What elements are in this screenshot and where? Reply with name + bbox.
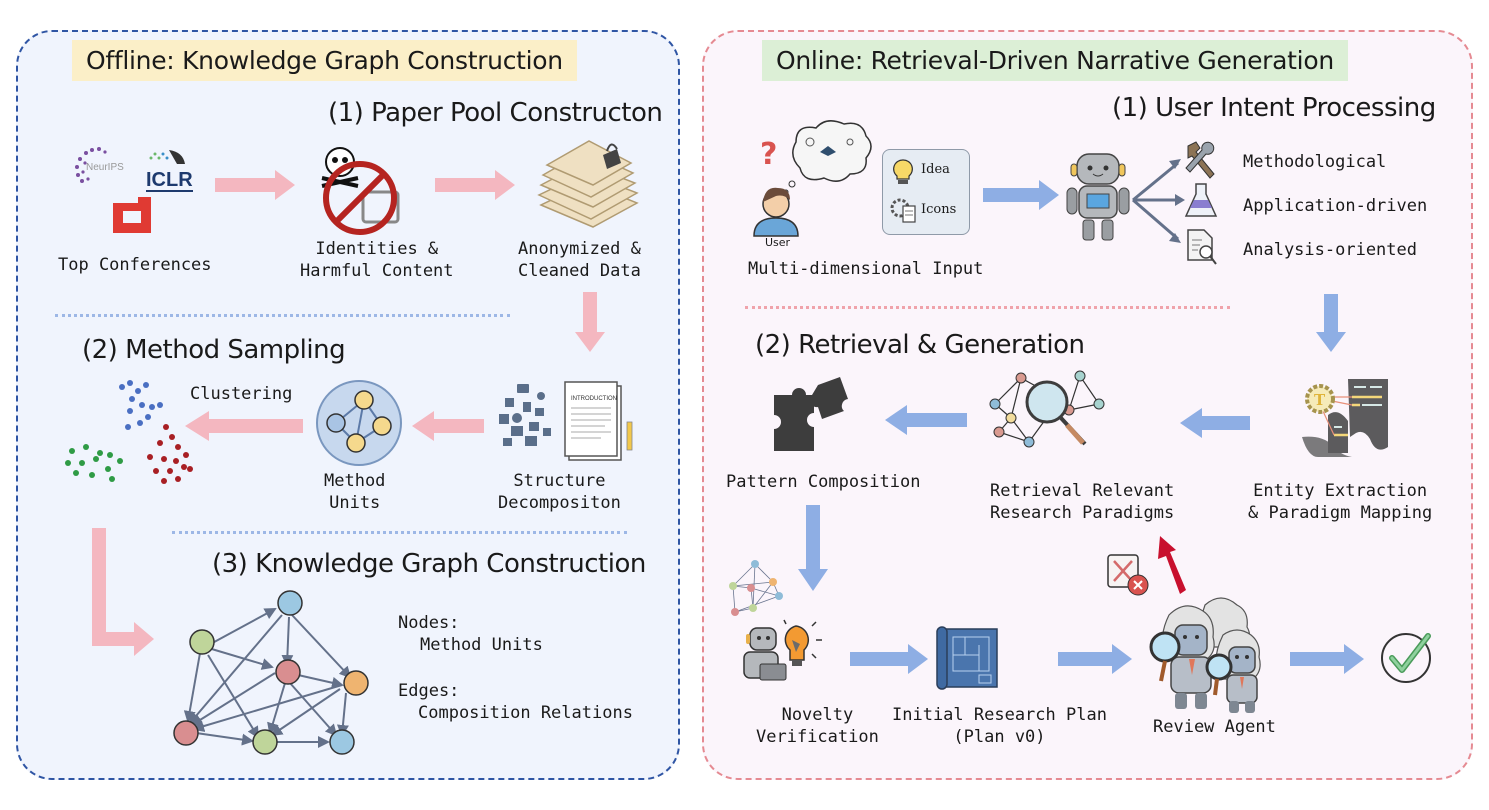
arrow-right-icon — [983, 180, 1059, 210]
pattern-composition-label: Pattern Composition — [726, 472, 921, 492]
method-units-label-line1: Method — [324, 471, 386, 491]
small-graph-icon — [729, 560, 783, 616]
knowledge-graph-icon — [173, 590, 369, 755]
reject-arrow-icon — [1158, 536, 1186, 594]
iclr-mark-icon — [149, 150, 185, 164]
arrow-elbow-icon — [92, 528, 154, 656]
initial-plan-label: Initial Research Plan (Plan v0) — [892, 704, 1107, 748]
retrieval-label: Retrieval Relevant Research Paradigms — [990, 480, 1174, 524]
arrow-left-icon — [185, 411, 303, 441]
arrow-left-icon — [412, 411, 484, 441]
arrow-right-icon — [435, 170, 515, 200]
robot-icon — [1066, 153, 1130, 241]
section-divider — [172, 531, 627, 534]
edges-legend: Edges: Composition Relations — [398, 680, 633, 724]
intent-methodological: Methodological — [1243, 152, 1387, 172]
svg-text:?: ? — [760, 137, 777, 172]
input-card: Idea Icons — [882, 149, 970, 235]
retrieval-generation-title: (2) Retrieval & Generation — [755, 330, 1085, 360]
conference-red-logo-icon — [113, 197, 151, 233]
svg-text:T: T — [1314, 391, 1326, 409]
conference-logos: NeurIPS — [72, 143, 212, 238]
user-label: User — [765, 236, 791, 249]
section-divider — [745, 306, 1230, 309]
intent-application-driven: Application-driven — [1243, 196, 1428, 216]
tools-icon — [1185, 141, 1215, 179]
retrieval-label-line1: Retrieval Relevant — [990, 481, 1175, 501]
paper-pool-title: (1) Paper Pool Constructon — [328, 98, 663, 128]
edges-label: Edges: — [398, 681, 460, 701]
novelty-label-line1: Novelty — [781, 705, 854, 725]
no-harmful-content-icon — [321, 147, 400, 235]
multi-input-label: Multi-dimensional Input — [748, 259, 984, 279]
identities-label-line2: Harmful Content — [300, 261, 454, 281]
structure-decomposition-icon: INTRODUCTION — [499, 381, 633, 461]
anonymized-label-line1: Anonymized & — [518, 239, 641, 259]
gear-document-icon — [890, 198, 916, 223]
clustering-label: Clustering — [190, 384, 293, 404]
puzzle-icon — [774, 377, 848, 451]
nodes-legend: Nodes: Method Units — [398, 612, 543, 656]
entity-label-line2: & Paradigm Mapping — [1248, 503, 1433, 523]
method-sampling-title: (2) Method Sampling — [82, 335, 346, 365]
idea-label: Idea — [921, 162, 950, 177]
kg-construction-title: (3) Knowledge Graph Construction — [212, 549, 646, 579]
neurips-logo-text: NeurIPS — [86, 162, 124, 173]
arrow-left-icon — [885, 405, 967, 435]
user-intent-title: (1) User Intent Processing — [1112, 93, 1436, 123]
arrow-right-icon — [215, 170, 295, 200]
offline-banner: Offline: Knowledge Graph Construction — [72, 40, 577, 81]
method-units-label: Method Units — [324, 470, 385, 514]
anonymized-label: Anonymized & Cleaned Data — [518, 238, 641, 282]
structure-label-line1: Structure — [513, 471, 606, 491]
novelty-robot-icon — [743, 619, 822, 681]
entity-extraction-icon: T — [1302, 379, 1388, 457]
structure-decomposition-label: Structure Decompositon — [498, 470, 621, 514]
retrieval-label-line2: Research Paradigms — [990, 503, 1175, 523]
identities-label-line1: Identities & — [315, 239, 439, 259]
intent-analysis-oriented: Analysis-oriented — [1243, 240, 1417, 260]
arrow-right-icon — [1058, 644, 1132, 674]
doc-heading: INTRODUCTION — [571, 396, 617, 402]
online-banner: Online: Retrieval-Driven Narrative Gener… — [762, 40, 1348, 81]
entity-label-line1: Entity Extraction — [1253, 481, 1428, 501]
branch-arrows-icon — [1132, 159, 1185, 243]
identities-label: Identities & Harmful Content — [300, 238, 454, 282]
approved-check-icon — [1381, 633, 1431, 683]
arrow-right-icon — [850, 644, 928, 674]
review-agent-icon — [1149, 597, 1261, 713]
arrow-left-icon — [1180, 408, 1250, 438]
entity-extraction-label: Entity Extraction & Paradigm Mapping — [1248, 480, 1432, 524]
user-thinking-icon: ? — [753, 120, 872, 237]
method-units-icon — [316, 380, 402, 466]
reject-icon — [1107, 554, 1149, 596]
paper-stack-icon — [537, 140, 639, 228]
neurips-logo-icon: NeurIPS — [75, 147, 124, 183]
novelty-verification-label: Novelty Verification — [756, 704, 879, 748]
iclr-logo: ICLR — [146, 169, 193, 192]
document-search-icon — [1187, 229, 1217, 265]
arrow-down-icon — [798, 505, 828, 591]
method-units-label-line2: Units — [329, 493, 381, 513]
top-conferences-label: Top Conferences — [58, 255, 212, 275]
nodes-label: Nodes: — [398, 613, 460, 633]
arrow-down-icon — [575, 292, 605, 352]
section-divider — [55, 314, 510, 317]
arrow-down-icon — [1316, 294, 1346, 352]
nodes-value: Method Units — [420, 635, 543, 655]
novelty-label-line2: Verification — [756, 727, 879, 747]
blueprint-icon — [936, 626, 998, 690]
arrow-right-icon — [1290, 644, 1364, 674]
lightbulb-icon — [893, 159, 913, 184]
network-search-icon — [989, 370, 1105, 448]
edges-value: Composition Relations — [418, 703, 633, 723]
plan-label-line1: Initial Research Plan — [892, 705, 1107, 725]
flask-icon — [1184, 183, 1218, 217]
structure-label-line2: Decompositon — [498, 493, 621, 513]
review-agent-label: Review Agent — [1153, 717, 1276, 737]
icons-label: Icons — [921, 202, 957, 217]
plan-label-line2: (Plan v0) — [953, 727, 1046, 747]
clusters-icon — [65, 380, 193, 484]
anonymized-label-line2: Cleaned Data — [518, 261, 641, 281]
